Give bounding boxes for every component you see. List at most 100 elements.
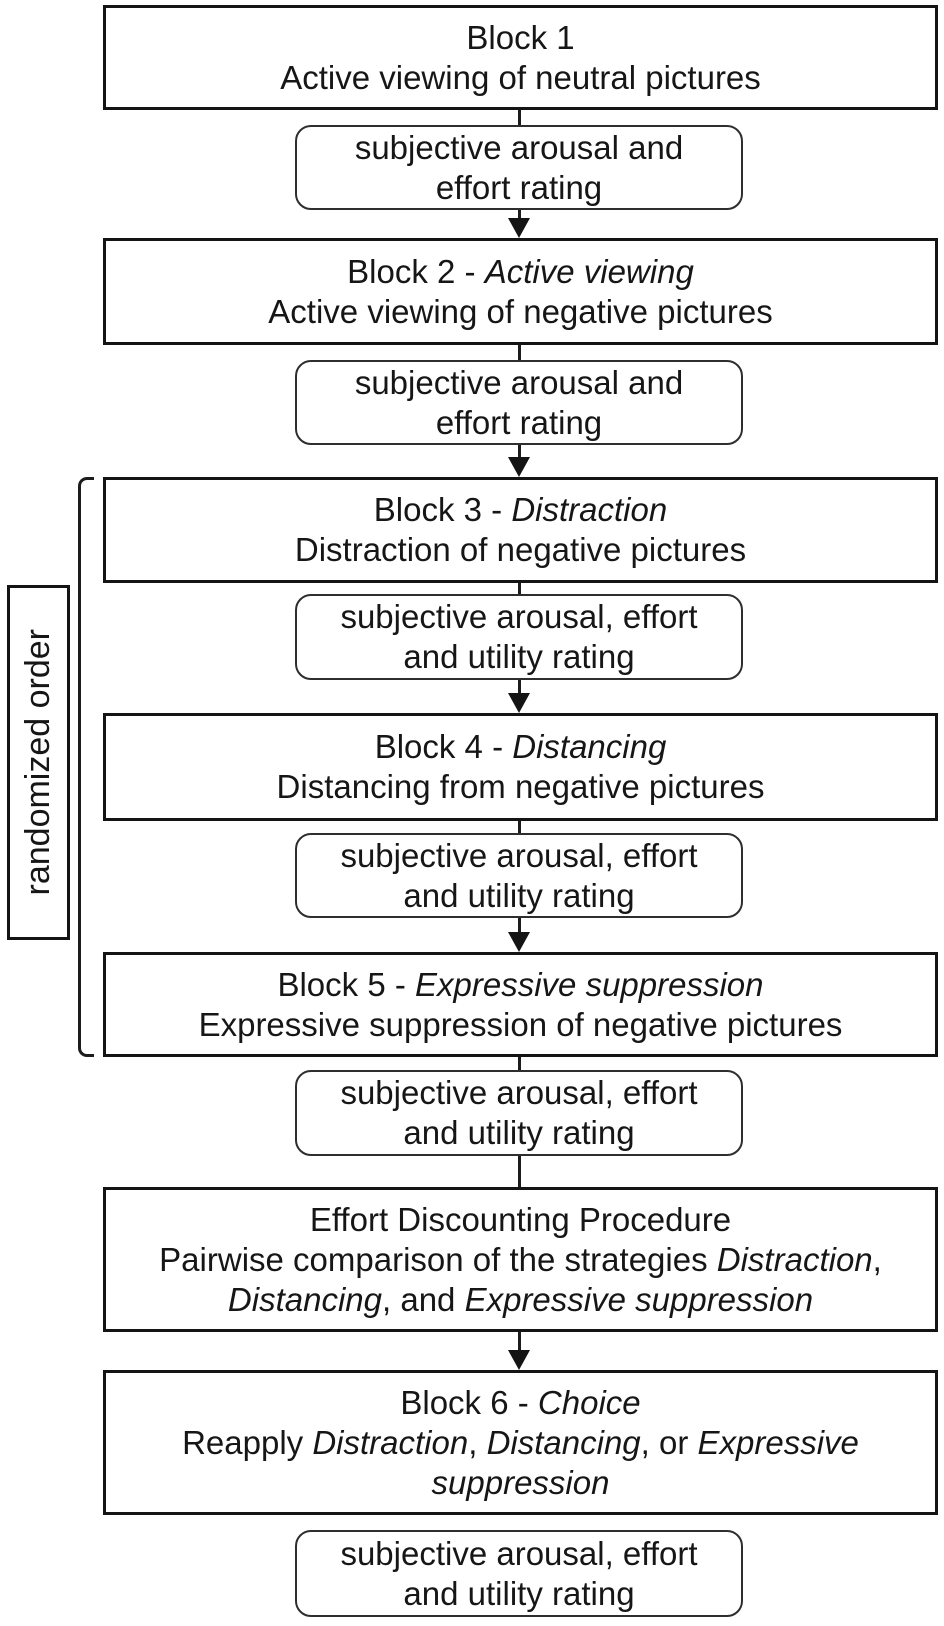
block-3-box: Block 3 - Distraction Distraction of neg… <box>103 477 938 583</box>
text-segment: effort rating <box>435 403 603 441</box>
arrow-down-icon <box>508 693 530 713</box>
text-segment-italic: Active viewing <box>484 252 694 290</box>
rating-4-line-2: and utility rating <box>403 876 634 916</box>
text-segment-italic: Distancing <box>227 1280 382 1318</box>
text-segment: subjective arousal, effort <box>340 598 698 635</box>
text-segment: Block 1 <box>466 18 575 56</box>
text-segment-italic: Distancing <box>486 1423 641 1461</box>
rating-2-line-1: subjective arousal and <box>355 363 683 403</box>
rating-3-box: subjective arousal, effort and utility r… <box>295 594 743 680</box>
block-3-title: Block 3 - Distraction <box>374 490 667 530</box>
text-segment: Block 6 - <box>400 1383 538 1421</box>
text-segment: Effort Discounting Procedure <box>309 1200 732 1238</box>
text-segment: , <box>468 1423 487 1461</box>
connector-line <box>518 1331 521 1355</box>
text-segment: , or <box>640 1423 698 1461</box>
text-segment: , <box>872 1240 882 1278</box>
connector-line <box>518 207 521 225</box>
text-segment: and utility rating <box>403 1114 635 1151</box>
text-segment: subjective arousal and <box>354 363 684 401</box>
text-segment: Active viewing of neutral pictures <box>280 58 761 96</box>
text-segment-italic: Distraction <box>511 491 668 528</box>
text-segment: effort rating <box>435 168 603 206</box>
block-3-subtitle: Distraction of negative pictures <box>295 530 746 570</box>
arrow-down-icon <box>508 932 530 952</box>
block-5-title: Block 5 - Expressive suppression <box>277 965 763 1005</box>
block-1-title: Block 1 <box>466 18 574 58</box>
block-6-line-3: suppression <box>432 1463 610 1503</box>
text-segment: subjective arousal, effort <box>340 1534 698 1572</box>
text-segment-italic: Expressive suppression <box>415 965 764 1003</box>
effort-discounting-line-2: Pairwise comparison of the strategies Di… <box>159 1240 882 1280</box>
text-segment: Block 5 - <box>277 965 416 1003</box>
connector-line <box>518 582 521 596</box>
block-2-title: Block 2 - Active viewing <box>347 252 694 292</box>
rating-4-box: subjective arousal, effort and utility r… <box>295 833 743 918</box>
text-segment: Block 3 - <box>373 491 512 528</box>
text-segment-italic: Distraction <box>312 1423 469 1461</box>
arrow-down-icon <box>508 457 530 477</box>
connector-line <box>518 444 521 462</box>
text-segment: Pairwise comparison of the strategies <box>159 1240 717 1278</box>
rating-6-line-2: and utility rating <box>403 1574 634 1614</box>
effort-discounting-title: Effort Discounting Procedure <box>310 1200 731 1240</box>
text-segment: , and <box>382 1280 465 1318</box>
randomized-order-bracket <box>78 477 94 1057</box>
connector-line <box>518 820 521 835</box>
text-segment-italic: Distraction <box>716 1240 873 1278</box>
rating-6-box: subjective arousal, effort and utility r… <box>295 1530 743 1617</box>
block-6-line-2: Reapply Distraction, Distancing, or Expr… <box>182 1423 859 1463</box>
block-1-box: Block 1 Active viewing of neutral pictur… <box>103 5 938 110</box>
connector-line <box>518 1056 521 1072</box>
text-segment: Block 4 - <box>374 728 513 765</box>
block-4-subtitle: Distancing from negative pictures <box>277 767 765 807</box>
arrow-down-icon <box>508 1350 530 1370</box>
block-5-subtitle: Expressive suppression of negative pictu… <box>199 1005 843 1045</box>
block-4-box: Block 4 - Distancing Distancing from neg… <box>103 713 938 821</box>
rating-1-line-2: effort rating <box>436 168 602 208</box>
connector-line <box>518 344 521 362</box>
text-segment: and utility rating <box>403 1574 635 1612</box>
effort-discounting-box: Effort Discounting Procedure Pairwise co… <box>103 1187 938 1332</box>
rating-2-line-2: effort rating <box>436 403 602 443</box>
text-segment: Block 2 - <box>347 252 485 290</box>
text-segment: and utility rating <box>403 876 635 914</box>
text-segment: Active viewing of negative pictures <box>268 292 773 330</box>
text-segment: subjective arousal, effort <box>340 1074 698 1111</box>
text-segment: and utility rating <box>403 638 635 675</box>
block-1-subtitle: Active viewing of neutral pictures <box>280 58 761 98</box>
block-4-title: Block 4 - Distancing <box>375 727 667 767</box>
block-2-box: Block 2 - Active viewing Active viewing … <box>103 238 938 345</box>
text-segment-italic: Choice <box>537 1383 641 1421</box>
text-segment-italic: Expressive <box>697 1423 859 1461</box>
rating-3-line-1: subjective arousal, effort <box>340 597 697 637</box>
rating-2-box: subjective arousal and effort rating <box>295 360 743 445</box>
connector-line <box>518 108 521 128</box>
text-segment: subjective arousal and <box>354 128 684 166</box>
connector-line <box>518 1155 521 1188</box>
block-6-box: Block 6 - Choice Reapply Distraction, Di… <box>103 1370 938 1515</box>
randomized-order-label: randomized order <box>19 629 57 896</box>
rating-5-box: subjective arousal, effort and utility r… <box>295 1070 743 1156</box>
text-segment: Expressive suppression of negative pictu… <box>198 1005 843 1043</box>
block-6-title: Block 6 - Choice <box>400 1383 640 1423</box>
block-5-box: Block 5 - Expressive suppression Express… <box>103 952 938 1057</box>
rating-5-line-1: subjective arousal, effort <box>340 1073 697 1113</box>
rating-4-line-1: subjective arousal, effort <box>340 836 697 876</box>
text-segment: Reapply <box>182 1423 313 1461</box>
text-segment-italic: Expressive suppression <box>464 1280 814 1318</box>
connector-line <box>518 679 521 699</box>
rating-6-line-1: subjective arousal, effort <box>340 1534 697 1574</box>
connector-line <box>518 917 521 937</box>
block-2-subtitle: Active viewing of negative pictures <box>268 292 772 332</box>
rating-1-line-1: subjective arousal and <box>355 128 683 168</box>
rating-1-box: subjective arousal and effort rating <box>295 125 743 210</box>
text-segment: Distraction of negative pictures <box>294 531 747 568</box>
rating-3-line-2: and utility rating <box>403 637 634 677</box>
arrow-down-icon <box>508 218 530 238</box>
text-segment: Distancing from negative pictures <box>276 768 765 805</box>
rating-5-line-2: and utility rating <box>403 1113 634 1153</box>
text-segment: subjective arousal, effort <box>340 836 698 874</box>
effort-discounting-line-3: Distancing, and Expressive suppression <box>228 1280 813 1320</box>
